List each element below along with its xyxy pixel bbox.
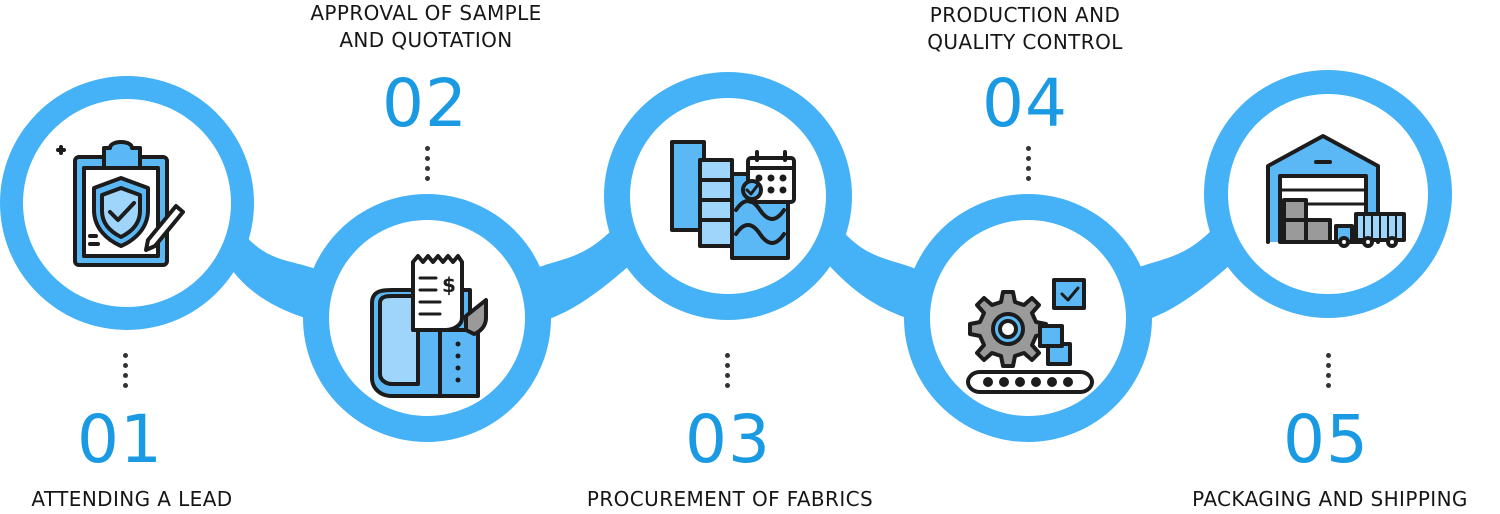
connector-dots-05 — [1325, 353, 1331, 393]
step-number-01: 01 — [77, 401, 163, 478]
step-label-04: PRODUCTION AND QUALITY CONTROL — [927, 3, 1123, 54]
warehouse-truck-icon — [1266, 134, 1406, 248]
connector-dots-04 — [1025, 146, 1031, 186]
connector-dots-03 — [724, 353, 730, 393]
connector-dots-02 — [424, 146, 430, 186]
svg-text:$: $ — [442, 273, 456, 297]
step-label-03: PROCUREMENT OF FABRICS — [586, 487, 874, 511]
step-label-02: APPROVAL OF SAMPLE AND QUOTATION — [310, 1, 542, 52]
step-number-05: 05 — [1283, 401, 1369, 478]
step-number-02: 02 — [382, 65, 468, 142]
connector-dots-01 — [122, 353, 128, 393]
step-number-03: 03 — [685, 401, 771, 478]
step-label-05: PACKAGING AND SHIPPING — [1192, 487, 1468, 511]
fabric-swatches-calendar-icon — [670, 140, 796, 260]
step-label-01: ATTENDING A LEAD — [31, 487, 233, 511]
gear-conveyor-icon — [966, 278, 1094, 394]
step-number-04: 04 — [982, 65, 1068, 142]
clipboard-shield-icon — [56, 140, 185, 267]
fabric-roll-receipt-icon: $ — [370, 254, 488, 398]
